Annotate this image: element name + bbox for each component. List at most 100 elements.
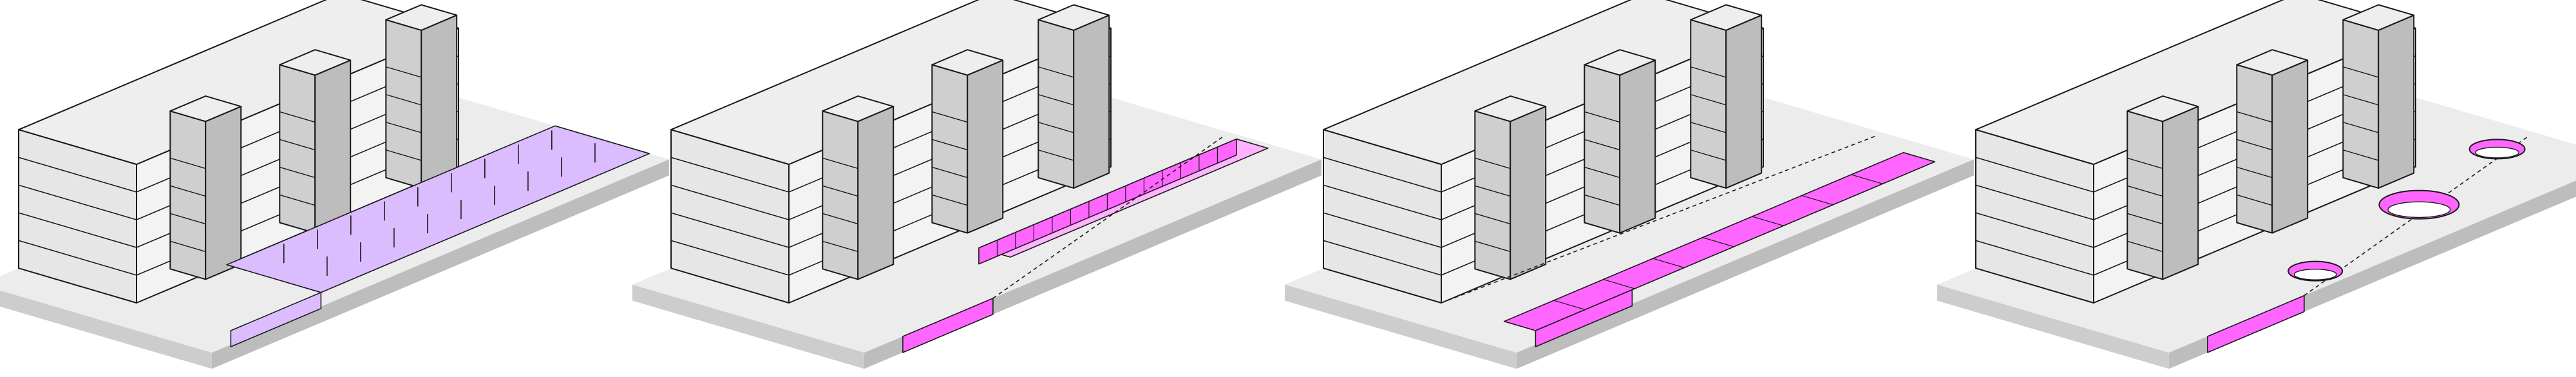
floor-line-side <box>18 212 137 248</box>
floor-line-side <box>670 157 790 193</box>
core-floor-line <box>2343 94 2379 106</box>
floor-line-side <box>18 184 137 220</box>
ground-slab-side <box>1937 284 2169 369</box>
floor-line-side <box>1323 184 1442 220</box>
channel-segment <box>1653 258 1685 268</box>
channel-segment <box>1603 279 1635 289</box>
floor-line-side <box>1975 212 2094 248</box>
ground-slab-front <box>211 159 669 369</box>
channel-segment <box>1702 237 1734 247</box>
core-front-face <box>1619 59 1656 234</box>
core-floor-line <box>932 166 968 179</box>
core-floor-line <box>2127 157 2163 169</box>
core-side-face <box>1690 19 1727 189</box>
core-side-face <box>279 64 316 234</box>
core-floor-line <box>932 139 968 151</box>
core-top <box>169 95 242 122</box>
core-floor-line <box>1584 166 1620 179</box>
site-boundary-dashed <box>992 135 1226 299</box>
core-top <box>2342 4 2415 31</box>
core-front-face <box>1725 14 1763 189</box>
channel-top <box>1503 151 1936 331</box>
floor-line-side <box>1975 184 2094 220</box>
core-floor-line <box>279 111 316 123</box>
core-top <box>279 49 352 76</box>
core-floor-line <box>2237 166 2273 179</box>
core-floor-line <box>2127 213 2163 225</box>
floor-line-side <box>670 212 790 248</box>
undercroft-edge <box>230 291 322 347</box>
panel-3-wide-sunken-channel <box>1285 0 1974 369</box>
core-floor-line <box>2343 150 2379 161</box>
building-roof <box>1975 0 2416 165</box>
core-front-face <box>2378 14 2415 189</box>
core-floor-line <box>822 185 858 197</box>
core-floor-line <box>1690 66 1727 78</box>
core-floor-line <box>1584 139 1620 151</box>
core-floor-line <box>279 166 316 179</box>
core-floor-line <box>1475 185 1511 197</box>
core-front-face <box>421 14 458 189</box>
core-floor-line <box>1038 66 1074 78</box>
core-floor-line <box>170 157 206 169</box>
core-floor-line <box>2343 66 2379 78</box>
core-floor-line <box>1475 213 1511 225</box>
opening-void <box>2293 268 2337 280</box>
core-front-face <box>2271 59 2309 234</box>
core-floor-line <box>2237 139 2273 151</box>
undercroft-floor <box>226 125 650 293</box>
core-floor-line <box>279 194 316 206</box>
core-side-face <box>822 110 859 280</box>
floor-line-side <box>18 240 137 276</box>
core-side-face <box>2126 110 2164 280</box>
core-front-face <box>967 59 1004 234</box>
core-floor-line <box>386 66 422 78</box>
opening-void <box>2387 201 2451 218</box>
core-floor-line <box>1584 111 1620 123</box>
core-floor-line <box>822 213 858 225</box>
core-top <box>1584 49 1656 76</box>
core-side-face <box>1474 110 1511 280</box>
core-front-face <box>2162 106 2199 280</box>
core-floor-line <box>1475 157 1511 169</box>
floor-line-side <box>1975 240 2094 276</box>
core-top <box>2236 49 2309 76</box>
slab-edge-highlight <box>902 297 994 353</box>
floor-line-side <box>1975 157 2094 193</box>
panel-2-narrow-trench <box>632 0 1321 369</box>
core-floor-line <box>1038 122 1074 133</box>
core-front-face <box>205 106 242 280</box>
floor-line-side <box>670 240 790 276</box>
core-side-face <box>931 64 969 234</box>
channel-front-wall <box>1535 289 1633 347</box>
core-floor-line <box>1690 94 1727 106</box>
channel-segment <box>1553 300 1586 311</box>
channel-segment <box>1801 195 1833 206</box>
core-floor-line <box>822 240 858 253</box>
ground-slab-front <box>1516 159 1974 369</box>
floor-line-side <box>1323 157 1442 193</box>
panel-1-columned-undercroft <box>0 0 669 369</box>
channel-segment <box>1752 216 1784 226</box>
core-floor-line <box>2343 122 2379 133</box>
core-floor-line <box>170 185 206 197</box>
building-roof <box>18 0 459 165</box>
floor-line-side <box>18 157 137 193</box>
floor-line-side <box>670 184 790 220</box>
core-side-face <box>1584 64 1621 234</box>
channel-segment <box>1851 174 1883 184</box>
core-front-face <box>857 106 895 280</box>
building-roof <box>1323 0 1764 165</box>
core-floor-line <box>822 157 858 169</box>
core-top <box>385 4 458 31</box>
core-floor-line <box>1690 150 1727 161</box>
core-floor-line <box>1475 240 1511 253</box>
core-floor-line <box>2127 185 2163 197</box>
core-top <box>931 49 1004 76</box>
core-side-face <box>1037 19 1075 189</box>
slab-edge-highlight <box>2207 295 2305 353</box>
core-top <box>1474 95 1547 122</box>
core-floor-line <box>1038 150 1074 161</box>
core-front-face <box>1073 14 1110 189</box>
